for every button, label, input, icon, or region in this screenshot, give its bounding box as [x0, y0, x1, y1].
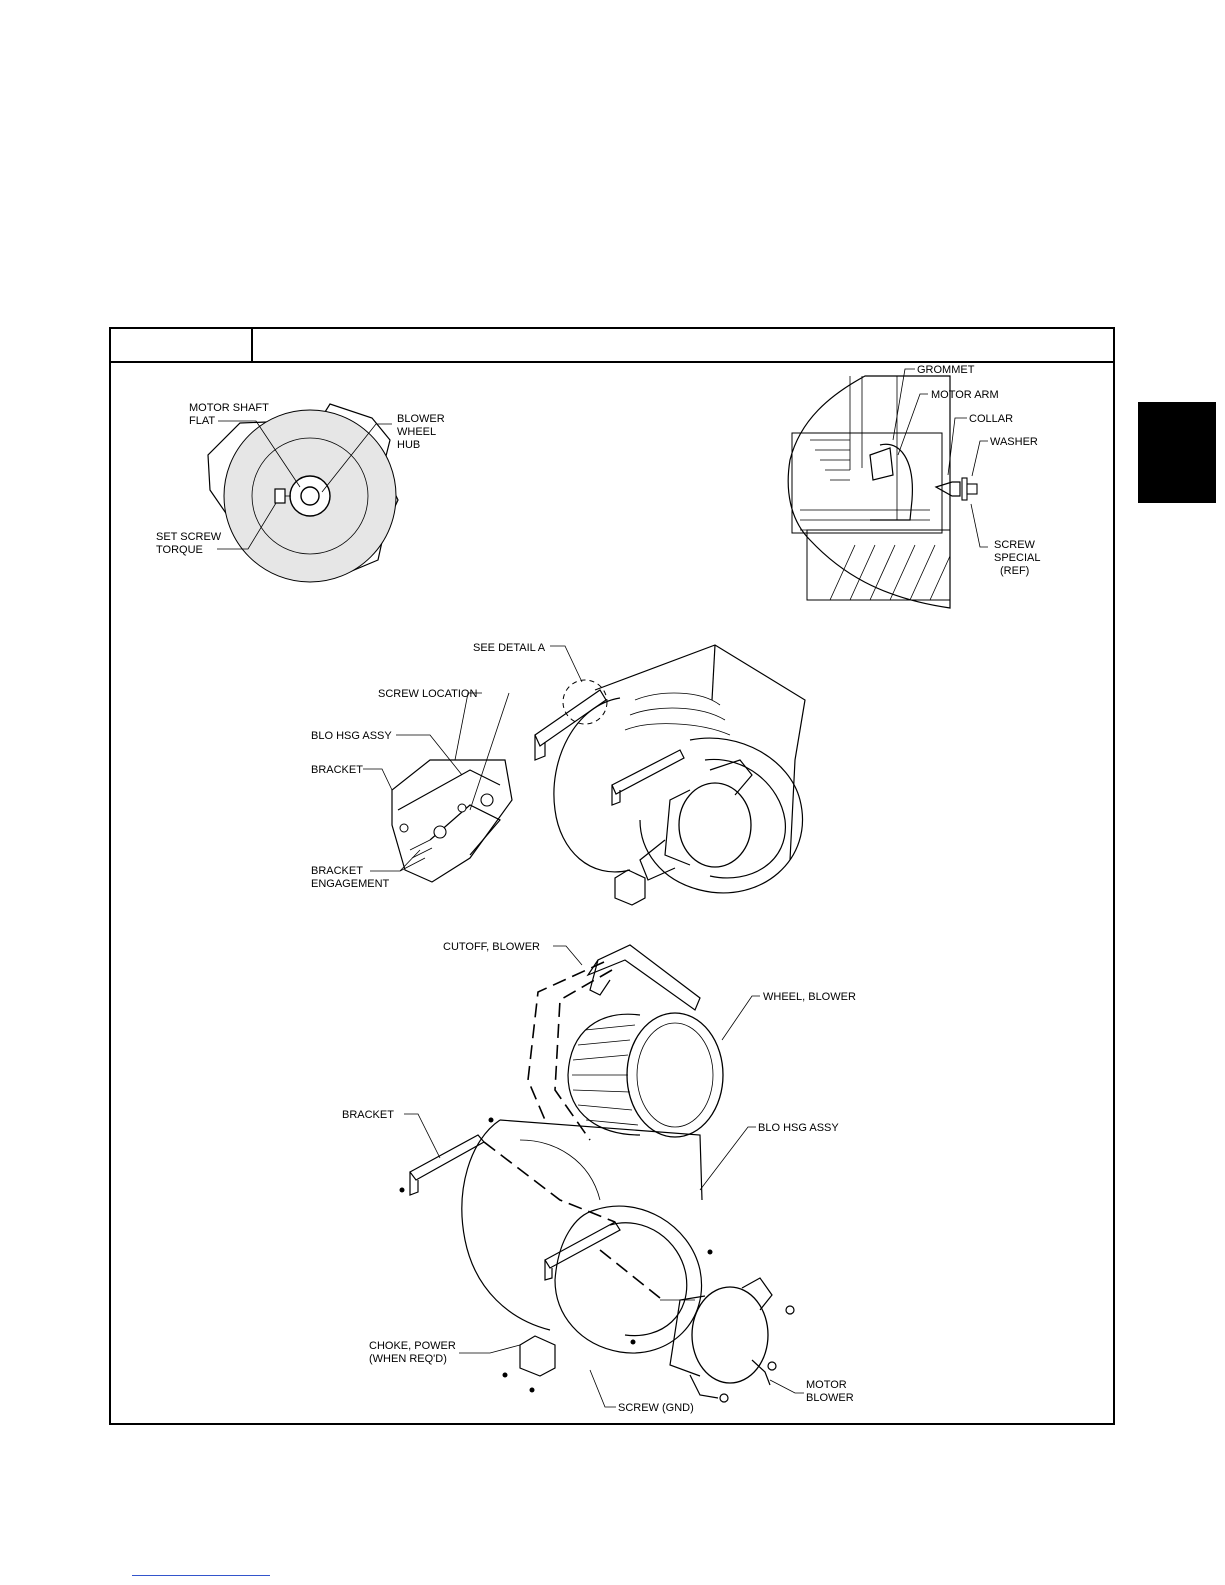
- label-blo-hsg-assy-detail: BLO HSG ASSY: [311, 730, 392, 742]
- label-bracket-engagement-2: ENGAGEMENT: [311, 878, 390, 890]
- label-screw-special-3: (REF): [1000, 565, 1029, 577]
- label-choke-power-1: CHOKE, POWER: [369, 1340, 456, 1352]
- label-choke-power-2: (WHEN REQ'D): [369, 1353, 447, 1365]
- label-set-screw-torque-1: SET SCREW: [156, 531, 222, 543]
- motor-arm-detail-drawing: [788, 369, 988, 608]
- label-bracket-detail: BRACKET: [311, 764, 363, 776]
- label-washer: WASHER: [990, 436, 1038, 448]
- label-collar: COLLAR: [969, 413, 1013, 425]
- label-screw-special-1: SCREW: [994, 539, 1036, 551]
- label-wheel-blower: WHEEL, BLOWER: [763, 991, 856, 1003]
- label-blo-hsg-assy-exploded: BLO HSG ASSY: [758, 1122, 839, 1134]
- label-blower-wheel-hub-3: HUB: [397, 439, 420, 451]
- assembled-blower-drawing: [535, 645, 805, 905]
- label-bracket-engagement-1: BRACKET: [311, 865, 363, 877]
- label-motor-blower-2: BLOWER: [806, 1392, 854, 1404]
- label-blower-wheel-hub-1: BLOWER: [397, 413, 445, 425]
- label-motor-blower-1: MOTOR: [806, 1379, 847, 1391]
- bracket-engagement-detail-drawing: [363, 693, 512, 882]
- label-grommet: GROMMET: [917, 364, 975, 376]
- label-motor-shaft-flat-1: MOTOR SHAFT: [189, 402, 269, 414]
- label-screw-location: SCREW LOCATION: [378, 688, 477, 700]
- label-blower-wheel-hub-2: WHEEL: [397, 426, 436, 438]
- exploded-blower-drawing: [400, 945, 805, 1407]
- hub-detail-drawing: [208, 404, 398, 582]
- label-motor-arm: MOTOR ARM: [931, 389, 999, 401]
- label-bracket-exploded: BRACKET: [342, 1109, 394, 1121]
- label-screw-special-2: SPECIAL: [994, 552, 1040, 564]
- label-set-screw-torque-2: TORQUE: [156, 544, 203, 556]
- label-motor-shaft-flat-2: FLAT: [189, 415, 215, 427]
- label-cutoff-blower: CUTOFF, BLOWER: [443, 941, 540, 953]
- label-screw-gnd: SCREW (GND): [618, 1402, 694, 1414]
- label-see-detail-a: SEE DETAIL A: [473, 642, 546, 654]
